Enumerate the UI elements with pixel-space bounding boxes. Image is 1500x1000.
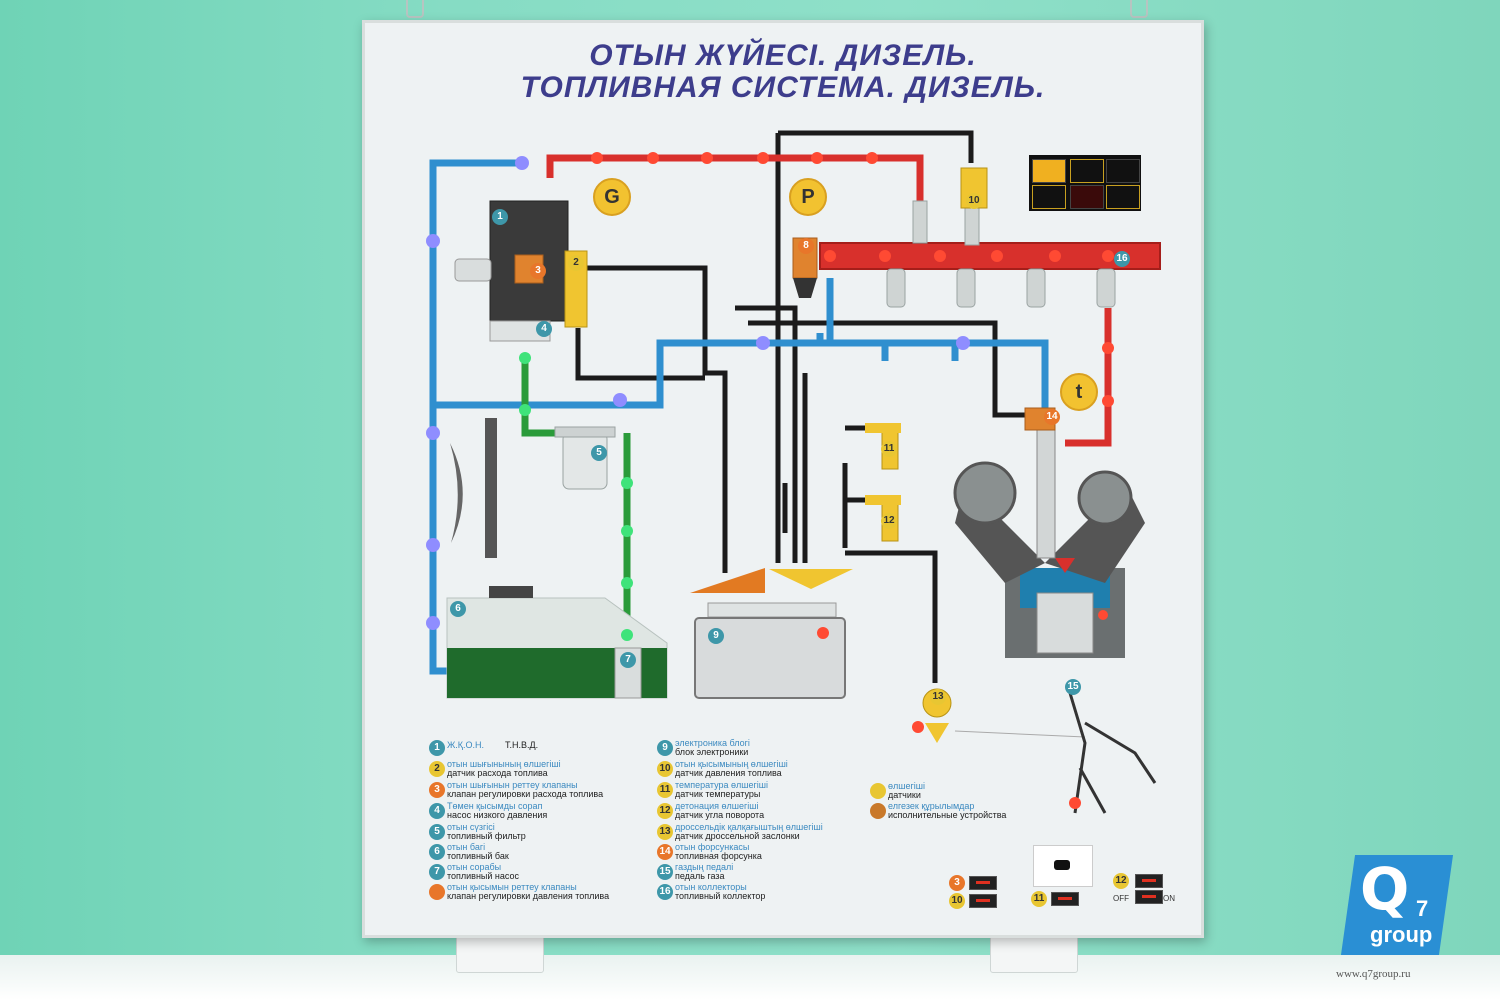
control-12-label: 12	[1113, 873, 1129, 889]
control-10-display	[969, 894, 997, 908]
title-ru: ТОПЛИВНАЯ СИСТЕМА. ДИЗЕЛЬ.	[520, 71, 1046, 104]
board-stand-left	[456, 935, 544, 973]
injector-outlets	[886, 192, 1116, 308]
component-11-label: 11	[881, 441, 897, 457]
blue-leds	[426, 156, 970, 630]
oil-pressure-icon	[1106, 159, 1140, 183]
control-11-display	[1051, 892, 1079, 906]
component-7-label: 7	[620, 652, 636, 668]
fuel-filter-shape	[562, 432, 608, 490]
component-14-label: 14	[1044, 409, 1060, 425]
component-6-label: 6	[450, 601, 466, 617]
component-2-label: 2	[568, 255, 584, 271]
radiator-shape	[485, 418, 497, 558]
component-13-label: 13	[930, 689, 946, 705]
water-in-fuel-icon	[1032, 185, 1066, 209]
board-stand-right	[990, 935, 1078, 973]
key-switch-panel	[1033, 845, 1093, 887]
off-label: OFF	[1113, 894, 1129, 903]
q7group-logo: Q 7 group	[1340, 850, 1454, 960]
component-3-label: 3	[530, 263, 546, 279]
component-10-label: 10	[966, 193, 982, 209]
component-5-label: 5	[591, 445, 607, 461]
power-switch[interactable]	[1135, 890, 1163, 904]
table-surface	[0, 955, 1500, 1000]
component-4-label: 4	[536, 321, 552, 337]
glow-plug-icon	[1070, 159, 1104, 183]
key-switch[interactable]	[1054, 860, 1070, 870]
website-url: www.q7group.ru	[1336, 968, 1411, 980]
battery-warning-icon	[1070, 185, 1104, 209]
pressure-sensor-symbol: P	[789, 178, 827, 216]
hanging-hook-left	[406, 0, 424, 18]
hanging-hook-right	[1130, 0, 1148, 18]
on-label: ON	[1163, 894, 1175, 903]
engine-warning-icon	[1032, 159, 1066, 183]
component-16-label: 16	[1114, 251, 1130, 267]
training-board: ОТЫН ЖҮЙЕСІ. ДИЗЕЛЬ. ТОПЛИВНАЯ СИСТЕМА. …	[362, 20, 1204, 938]
control-3-display	[969, 876, 997, 890]
green-leds	[519, 352, 633, 641]
control-3-label: 3	[949, 875, 965, 891]
fan-shape	[450, 443, 463, 543]
title-kz: ОТЫН ЖҮЙЕСІ. ДИЗЕЛЬ.	[589, 39, 977, 72]
service-warning-icon	[1106, 185, 1140, 209]
control-11-label: 11	[1031, 891, 1047, 907]
control-10-label: 10	[949, 893, 965, 909]
control-12-display	[1135, 874, 1163, 888]
component-12-label: 12	[881, 513, 897, 529]
flow-sensor-symbol: G	[593, 178, 631, 216]
engine-cutaway	[953, 407, 1145, 658]
component-15-label: 15	[1065, 679, 1081, 695]
gas-pedal-shape	[1068, 692, 1157, 814]
temperature-sensor-symbol: t	[1060, 373, 1098, 411]
component-1-label: 1	[492, 209, 508, 225]
ecu-shape	[694, 617, 846, 699]
red-leds	[591, 152, 1114, 809]
component-9-label: 9	[708, 628, 724, 644]
component-8-label: 8	[798, 238, 814, 254]
